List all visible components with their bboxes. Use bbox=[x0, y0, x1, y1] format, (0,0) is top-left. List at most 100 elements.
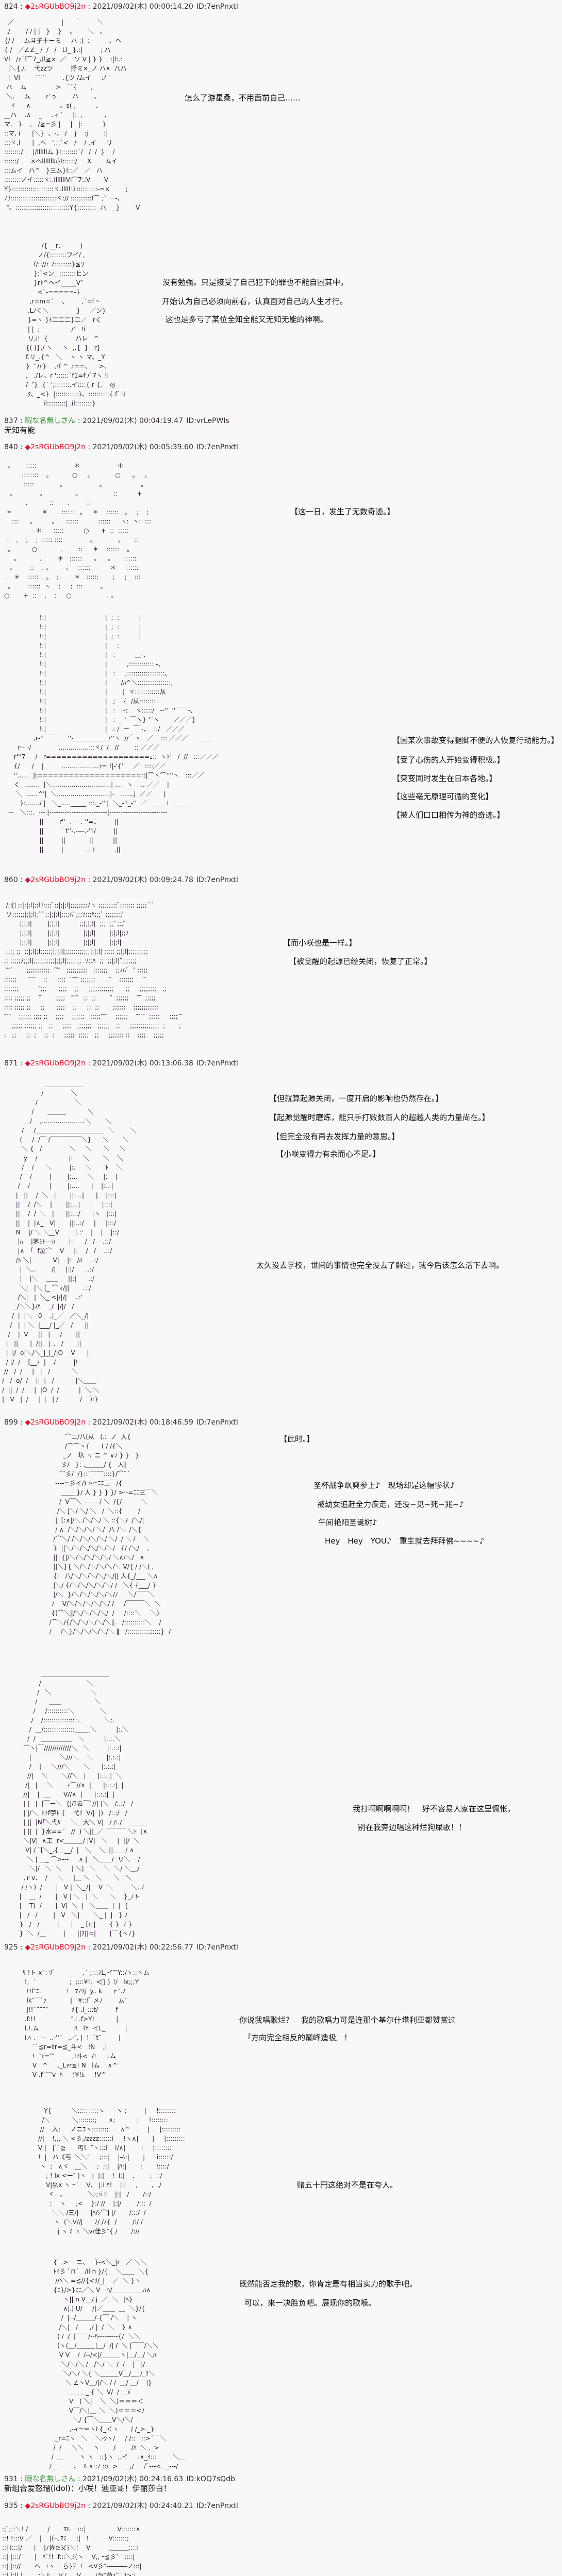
post-number[interactable]: 837 bbox=[4, 417, 18, 425]
trip-diamond-icon: ◆ bbox=[25, 1418, 31, 1427]
ascii-art-flustered-girl: :;ﾞ;::＼! / / ﾏﾊ :::| V:::::::∧ ::! !:::V… bbox=[2, 2526, 142, 2576]
ascii-art-annoyed-face: Y{ ＼::::::::::ヽ ヽ ; | !:::::::: /＼ ＼::::… bbox=[38, 2107, 185, 2235]
post-id: ID:7enPnxtI bbox=[196, 1059, 238, 1067]
post-header: 860 : ◆2sRGUbBO9j2n : 2021/09/02(木) 00:0… bbox=[4, 875, 238, 885]
poster-name: 暇な名無しさん bbox=[25, 417, 76, 425]
header-separator: : bbox=[18, 2502, 25, 2510]
post-number[interactable]: 840 bbox=[4, 443, 18, 451]
ascii-art-pointing-girl: ﾘ !ト x`: ﾘﾞ ,´ ;:::ﾏL,イ″″Y::/ヽ::ヽム !, ` … bbox=[22, 1969, 150, 2078]
narration-line: 【而小咲也是一样。】 bbox=[283, 938, 357, 947]
post-header: 931 : 暇な名無しさん : 2021/09/02(木) 00:24:16.6… bbox=[4, 2475, 235, 2484]
header-separator: : bbox=[86, 1059, 93, 1067]
dialogue-line: 这也是多亏了某位全知全能又无知无能的神啊。 bbox=[163, 315, 328, 324]
ascii-art-singing-girl: ⌒ニ/八(从 (.: ノ 人{ /⌒⌒ヽ{ ( / /{＼ _ノ 圦 ヽ ニ ^… bbox=[49, 1433, 171, 1635]
ascii-art-star-field: 。 ::::: ＊ ＊ :::::::: 。 ○ 。 ○ 。 。 ::::: 。… bbox=[4, 462, 152, 599]
post-number[interactable]: 931 bbox=[4, 2475, 18, 2483]
post-header: 837 : 暇な名無しさん : 2021/09/02(木) 00:04:19.4… bbox=[4, 416, 229, 426]
ascii-art-sleeping-girl: ／ | ｀ ＼ ./ / / | | } } 、 ＼ 、 {/ / ム斗子十ーミ… bbox=[4, 19, 140, 211]
post-number[interactable]: 925 bbox=[4, 1943, 18, 1952]
post-header: 840 : ◆2sRGUbBO9j2n : 2021/09/02(木) 00:0… bbox=[4, 443, 238, 452]
narration-line: 【被人们口口相传为神的奇迹。】 bbox=[392, 810, 505, 820]
ascii-art-challenger: { ,> ニ、 }-<＼_|r＿／ ＼＼ ﾄｲ彡 ﾞ⊓´ /il n }/{ ＼… bbox=[49, 2259, 185, 2470]
song-lyric-line: 被幼女追赶全力疾走，还没~见~死~兆~♪ bbox=[317, 1500, 464, 1509]
post-body: 新组合爱怒瑠(idol)：小咲！迪亚哥！伊丽莎白！ bbox=[4, 2484, 171, 2493]
header-separator: : bbox=[18, 2475, 25, 2483]
narration-line: 【此时。】 bbox=[279, 1434, 315, 1444]
post-header: 871 : ◆2sRGUbBO9j2n : 2021/09/02(木) 00:1… bbox=[4, 1059, 238, 1068]
post-id: ID:7enPnxtI bbox=[196, 443, 238, 451]
dialogue-line: 可以，来一决胜负吧。展现你的歌喉。 bbox=[244, 2298, 376, 2308]
post-date: 2021/09/02(木) 00:24:40.21 bbox=[92, 2502, 193, 2510]
narration-line: 【这一日，发生了无数奇迹。】 bbox=[290, 507, 395, 516]
header-separator: : bbox=[86, 3, 93, 11]
dialogue-line: 我打啊啊啊啊啊！ 好不容易人家在这里惆怅， bbox=[353, 1804, 516, 1814]
trip-diamond-icon: ◆ bbox=[25, 876, 31, 884]
post-header: 935 : ◆2sRGUbBO9j2n : 2021/09/02(木) 00:2… bbox=[4, 2501, 238, 2511]
post-date: 2021/09/02(木) 00:00:14.20 bbox=[92, 3, 193, 11]
post-number[interactable]: 871 bbox=[4, 1059, 18, 1067]
post-id: ID:kOQ7sQdb bbox=[186, 2475, 235, 2483]
post-date: 2021/09/02(木) 00:09:24.78 bbox=[92, 876, 193, 884]
dialogue-line: 既然能否定我的歌，你肯定是有相当实力的歌手吧。 bbox=[239, 2279, 418, 2289]
header-separator: : bbox=[86, 2502, 93, 2510]
narration-line: 【但完全没有再去发挥力量的意思。】 bbox=[272, 1132, 400, 1141]
post-id: ID:vrLePWIs bbox=[186, 417, 229, 425]
dialogue-line: 怎么了游星桑，不用面前自己…… bbox=[185, 93, 301, 103]
ascii-art-saki-portrait: ＿＿＿＿＿＿ / ＼ / ＼ / ＿＿＿ ＼ ＿/ ,.............… bbox=[2, 1080, 136, 1403]
poster-name: 暇な名無しさん bbox=[25, 2475, 76, 2483]
trip-diamond-icon: ◆ bbox=[25, 443, 31, 451]
dialogue-line: 开始认为自己必须向前看，认真面对自己的人生才行。 bbox=[162, 297, 348, 306]
narration-line: 【但就算起源关闭，一度开启的影响也仍然存在。】 bbox=[269, 1094, 443, 1103]
header-separator: : bbox=[86, 1418, 93, 1427]
trip-diamond-icon: ◆ bbox=[25, 2502, 31, 2510]
post-header: 899 : ◆2sRGUbBO9j2n : 2021/09/02(木) 00:1… bbox=[4, 1418, 238, 1427]
dialogue-line: 别在我旁边唱这种烂狗屎歌！！ bbox=[358, 1823, 467, 1832]
header-separator: : bbox=[18, 3, 25, 11]
post-number[interactable]: 860 bbox=[4, 876, 18, 884]
post-date: 2021/09/02(木) 00:05:39.60 bbox=[92, 443, 193, 451]
narration-line: 【被觉醒的起源已经关闭，恢复了正常。】 bbox=[289, 957, 432, 966]
post-number[interactable]: 824 bbox=[4, 3, 18, 11]
dialogue-line: 赌五十円这绝对不是在夸人。 bbox=[297, 2180, 398, 2190]
post-id: ID:7enPnxtI bbox=[196, 1418, 238, 1427]
ascii-art-classroom-scene: !:| | ; : | !:| | ; : | !:| | ; : | bbox=[8, 614, 219, 853]
header-separator: : bbox=[18, 1059, 25, 1067]
header-separator: : bbox=[18, 417, 25, 425]
dialogue-line: 太久没去学校，世间的事情也完全没去了解过，我今后该怎么活下去啊。 bbox=[256, 1261, 504, 1270]
post-id: ID:7enPnxtI bbox=[196, 876, 238, 884]
poster-name: 2sRGUbBO9j2n bbox=[30, 2502, 86, 2510]
header-separator: : bbox=[86, 443, 93, 451]
post-number[interactable]: 935 bbox=[4, 2502, 18, 2510]
narration-line: 【起源觉醒时磨炼，能只手打败数百人的超越人类的力量尚在。】 bbox=[269, 1113, 490, 1122]
post-id: ID:7enPnxtI bbox=[196, 1943, 238, 1952]
narration-line: 【因某次事故变得腿脚不便的人恢复行动能力。】 bbox=[392, 736, 559, 745]
narration-line: 【受了心伤的人开始变得积极。】 bbox=[392, 755, 505, 765]
dialogue-line: 没有勉强。只是接受了自己犯下的罪也不能自困其中， bbox=[162, 278, 349, 287]
poster-name: 2sRGUbBO9j2n bbox=[30, 1418, 86, 1427]
poster-name: 2sRGUbBO9j2n bbox=[30, 3, 86, 11]
narration-line: 【突变同时发生在日本各地。】 bbox=[392, 774, 497, 783]
post-body: 无知有能 bbox=[4, 426, 36, 435]
post-header: 824 : ◆2sRGUbBO9j2n : 2021/09/02(木) 00:0… bbox=[4, 2, 238, 11]
post-number[interactable]: 899 bbox=[4, 1418, 18, 1427]
header-separator: : bbox=[18, 876, 25, 884]
poster-name: 2sRGUbBO9j2n bbox=[30, 443, 86, 451]
post-date: 2021/09/02(木) 00:13:06.38 bbox=[92, 1059, 193, 1067]
narration-line: 【小咲变得力有余而心不足。】 bbox=[276, 1149, 381, 1159]
post-date: 2021/09/02(木) 00:24:16.63 bbox=[82, 2475, 184, 2483]
ascii-art-angry-saki: ＿＿＿＿＿＿＿＿＿＿＿ /＿ ＼ / ＼ ＼ / ＿＿ ＼ / /:::::::… bbox=[19, 1670, 148, 1937]
song-lyric-line: 午间艳阳圣诞树♪ bbox=[318, 1518, 377, 1527]
post-id: ID:7enPnxtI bbox=[196, 3, 238, 11]
post-date: 2021/09/02(木) 00:04:19.47 bbox=[82, 417, 184, 425]
song-lyric-line: 圣杯战争飒爽参上♪ 现场却是这幅惨状♪ bbox=[313, 1481, 455, 1490]
ascii-art-shrine-gate: /;;ﾞ ;;|;|;l|;;lﾘ;;;;ﾞ;;|;|;l|;;;;;;;;ﾉヽ… bbox=[4, 902, 183, 1039]
narration-line: 【这些毫无原理可循的变化】 bbox=[392, 792, 493, 801]
header-separator: : bbox=[86, 876, 93, 884]
header-separator: : bbox=[75, 417, 82, 425]
trip-diamond-icon: ◆ bbox=[25, 3, 31, 11]
poster-name: 2sRGUbBO9j2n bbox=[30, 1943, 86, 1952]
header-separator: : bbox=[75, 2475, 82, 2483]
header-separator: : bbox=[18, 1418, 25, 1427]
header-separator: : bbox=[18, 1943, 25, 1952]
